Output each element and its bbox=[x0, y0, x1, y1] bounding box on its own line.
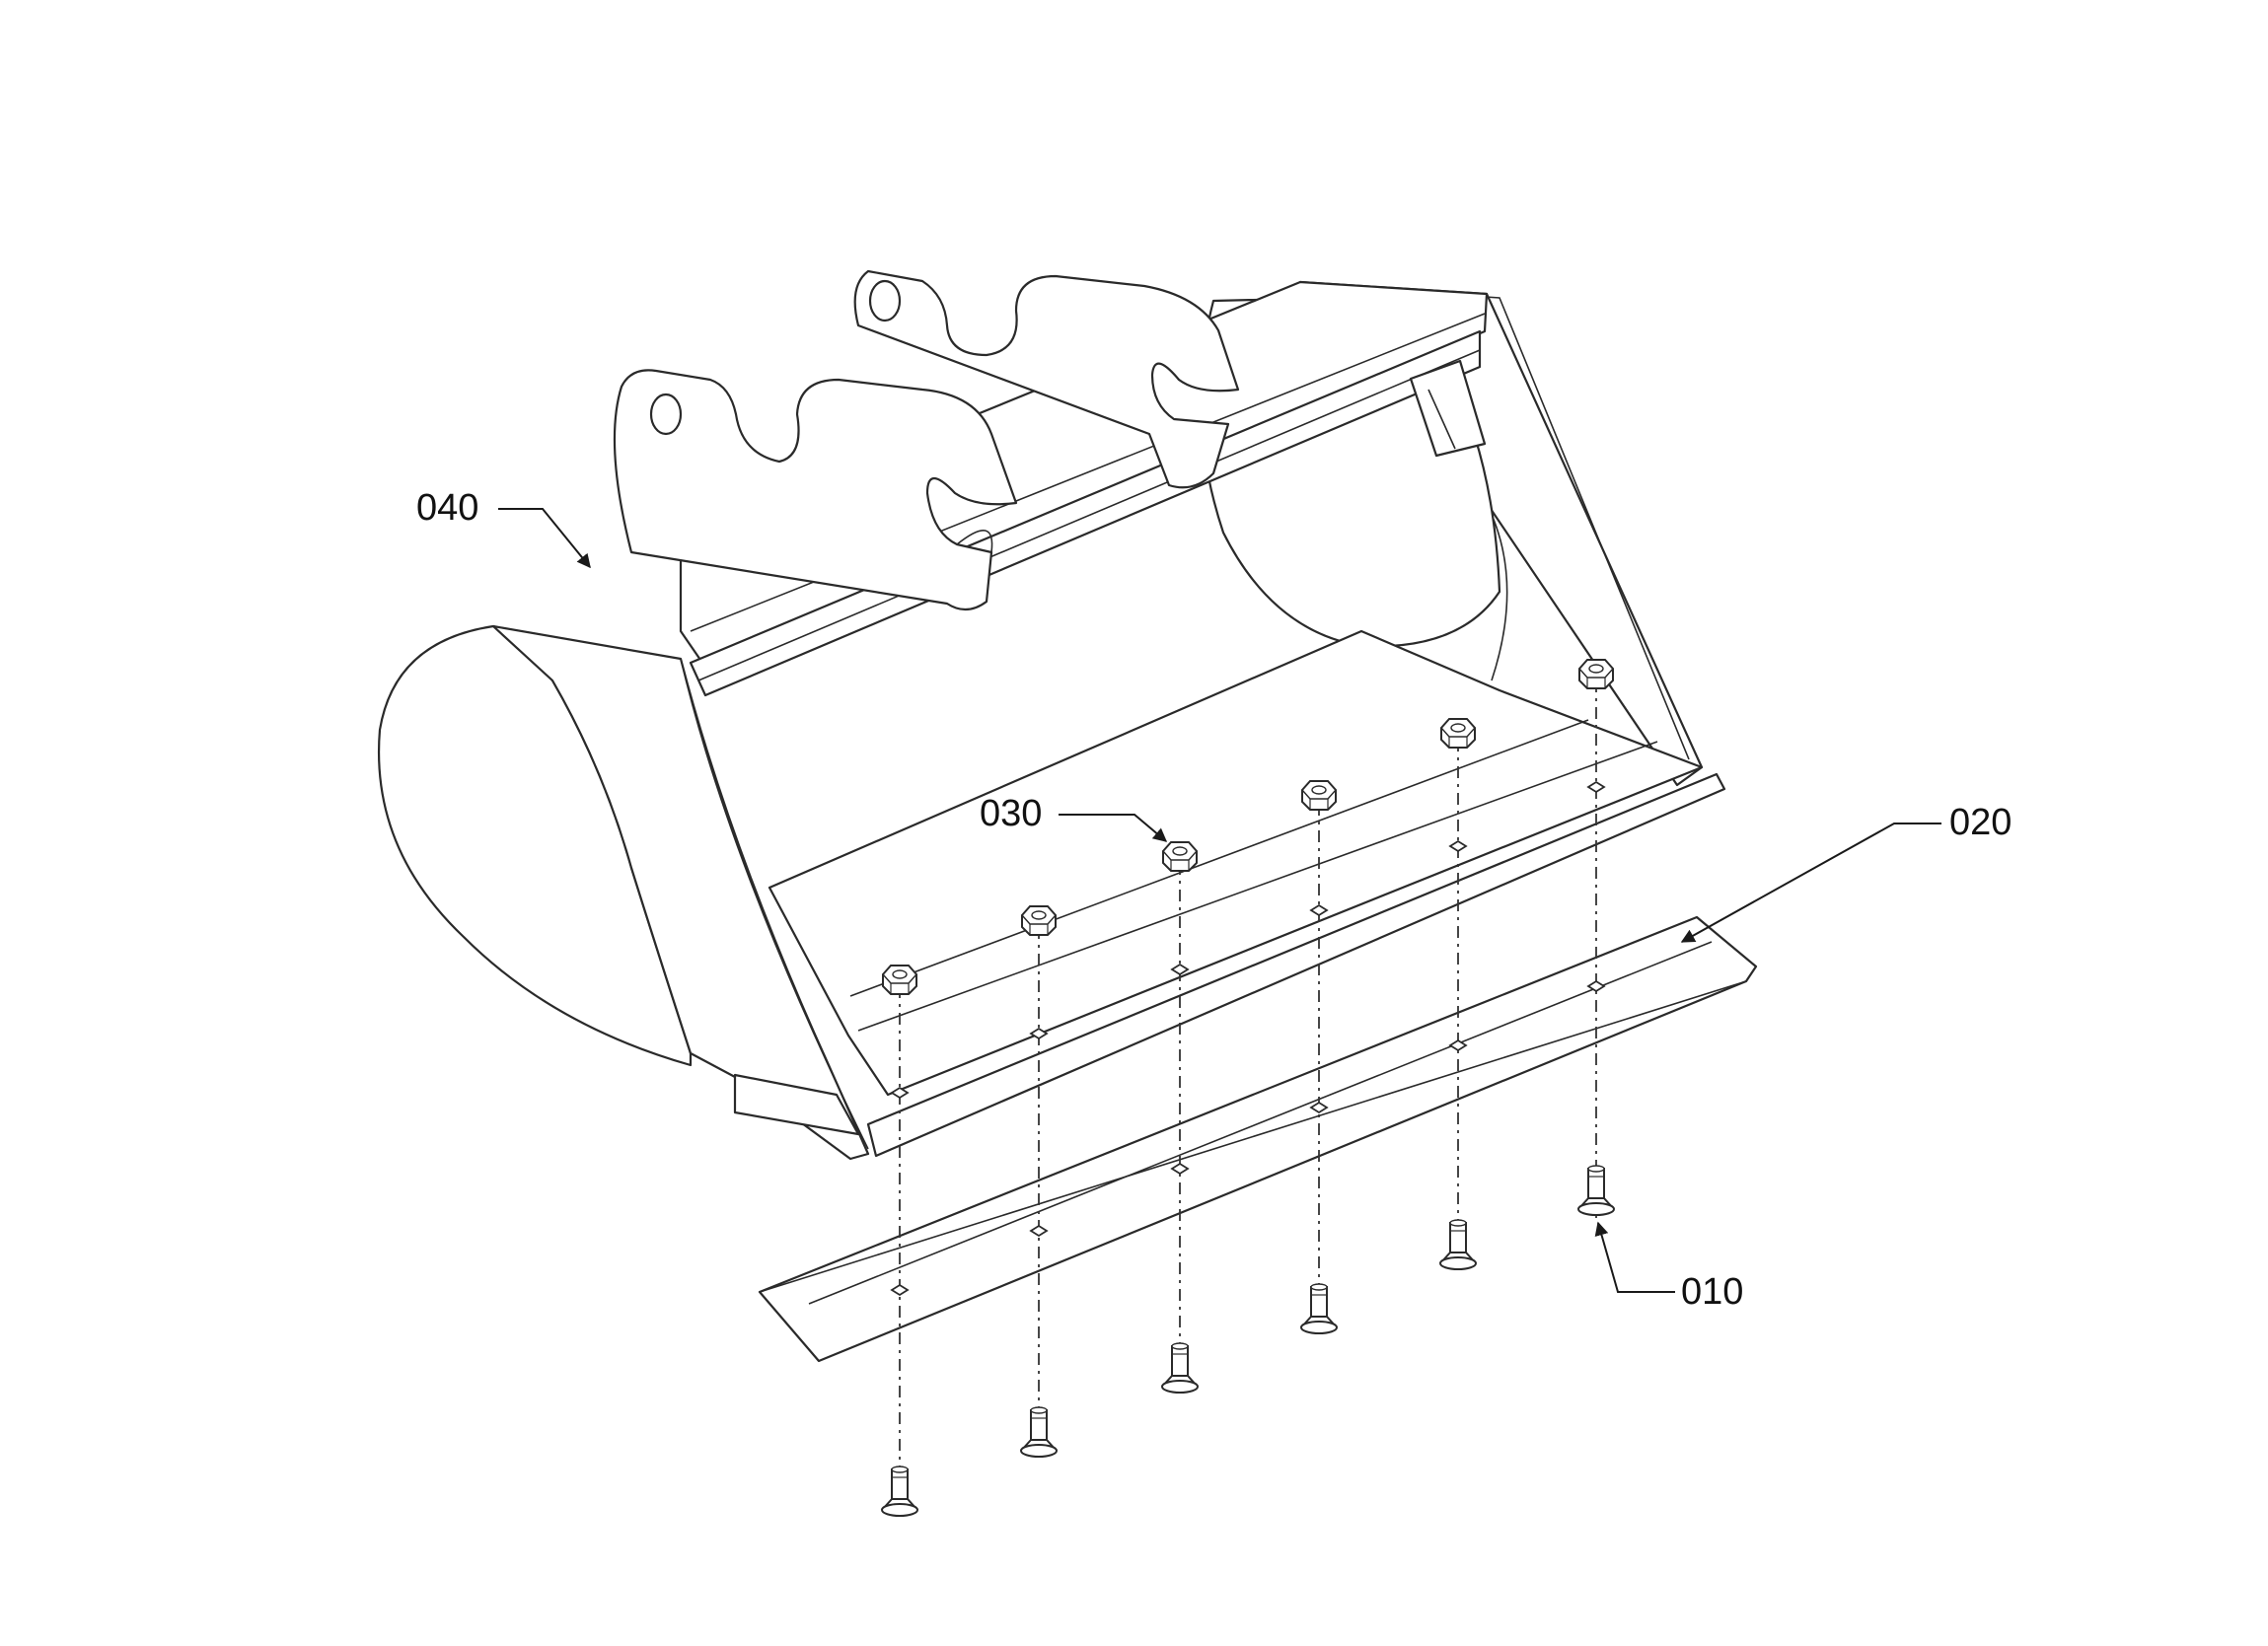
bucket-left-side-plate bbox=[491, 624, 870, 1161]
callout-030: 030 bbox=[980, 793, 1042, 834]
bolt-4 bbox=[1300, 1283, 1338, 1334]
nut-5 bbox=[1440, 718, 1476, 749]
nut-4 bbox=[1301, 780, 1337, 811]
leader-040 bbox=[498, 508, 591, 569]
nut-2 bbox=[1021, 905, 1057, 936]
nut-3 bbox=[1162, 841, 1198, 872]
bolt-2 bbox=[1020, 1406, 1058, 1458]
leader-030 bbox=[1059, 814, 1168, 842]
leader-010 bbox=[1594, 1221, 1675, 1293]
bolt-3 bbox=[1161, 1342, 1199, 1394]
bolt-1 bbox=[881, 1466, 918, 1517]
callout-040: 040 bbox=[416, 487, 478, 529]
bolt-6 bbox=[1577, 1165, 1615, 1216]
bucket-base-edge bbox=[866, 772, 1726, 1158]
bolt-5 bbox=[1439, 1219, 1477, 1270]
leader-020 bbox=[1680, 823, 1941, 943]
callout-010: 010 bbox=[1681, 1271, 1743, 1313]
cutting-edge bbox=[758, 915, 1758, 1363]
callout-020: 020 bbox=[1949, 802, 2012, 843]
bucket-skid-plate bbox=[733, 1073, 860, 1136]
bucket-left-ear-lug bbox=[613, 369, 1018, 611]
bucket-right-ear-lug bbox=[853, 269, 1240, 489]
left-lug-pin-hole bbox=[649, 393, 683, 436]
fastener-center-lines bbox=[899, 680, 1597, 1519]
nut-6 bbox=[1578, 659, 1614, 689]
leader-lines bbox=[498, 508, 1941, 1293]
nut-1 bbox=[882, 965, 917, 995]
right-lug-pin-hole bbox=[868, 279, 902, 322]
cutting-edge-blade bbox=[758, 915, 1758, 1363]
